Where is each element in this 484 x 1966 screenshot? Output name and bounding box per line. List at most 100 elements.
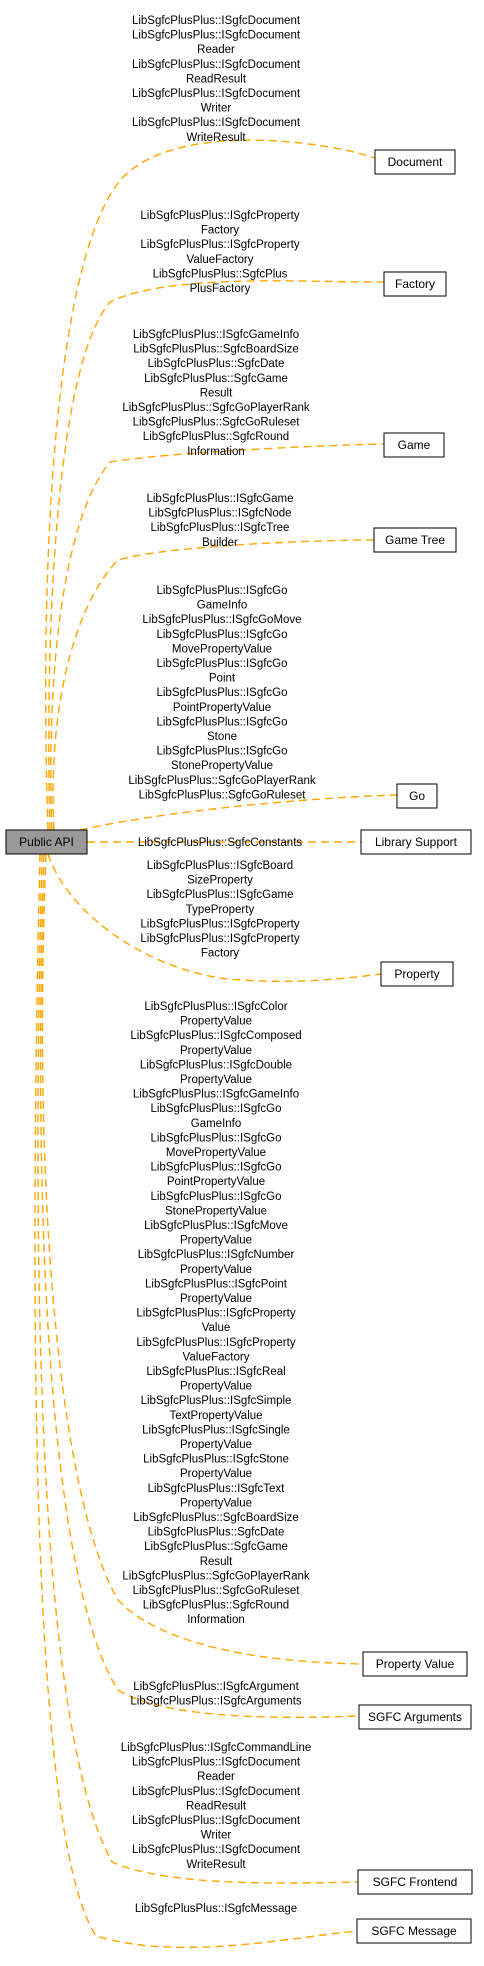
edge-document — [44, 139, 376, 831]
edge-label-line: LibSgfcPlusPlus::ISgfcGo — [150, 1103, 281, 1115]
edge-label-line: LibSgfcPlusPlus::SgfcGoRuleset — [139, 789, 307, 801]
edge-label-line: LibSgfcPlusPlus::ISgfcPoint — [145, 1278, 288, 1290]
edge-label-line: LibSgfcPlusPlus::ISgfcGo — [156, 716, 287, 728]
edge-label-line: PropertyValue — [180, 1074, 252, 1086]
edge-label-line: LibSgfcPlusPlus::ISgfcNode — [148, 508, 291, 520]
edge-label-line: ReadResult — [186, 73, 247, 85]
edge-label-line: LibSgfcPlusPlus::ISgfcProperty — [140, 239, 299, 251]
root-node[interactable]: Public API — [5, 829, 88, 855]
edge-label-line: LibSgfcPlusPlus::SgfcGoPlayerRank — [128, 775, 316, 787]
edge-label-line: LibSgfcPlusPlus::SgfcGoRuleset — [133, 417, 301, 429]
edge-label-line: LibSgfcPlusPlus::ISgfcProperty — [140, 918, 299, 930]
edge-label-line: Information — [187, 1614, 245, 1626]
node-box — [383, 432, 445, 458]
edge-label-line: LibSgfcPlusPlus::SgfcDate — [148, 358, 285, 370]
edge-sgfc-message — [34, 853, 358, 1949]
node-library-support[interactable]: Library Support — [360, 829, 472, 855]
edge-label-line: PropertyValue — [180, 1497, 252, 1509]
node-sgfc-arguments[interactable]: SGFC Arguments — [358, 1704, 472, 1730]
edge-label-line: LibSgfcPlusPlus::ISgfcProperty — [136, 1337, 295, 1349]
edge-label-line: LibSgfcPlusPlus::ISgfcGame — [146, 889, 293, 901]
edge-label-line: LibSgfcPlusPlus::ISgfcGoMove — [142, 614, 301, 626]
node-property[interactable]: Property — [380, 961, 454, 987]
node-game-tree[interactable]: Game Tree — [373, 527, 457, 553]
edge-label-line: LibSgfcPlusPlus::ISgfcText — [148, 1483, 286, 1495]
edge-label-line: PropertyValue — [180, 1264, 252, 1276]
edge-label-line: LibSgfcPlusPlus::ISgfcDocument — [132, 15, 301, 27]
edge-label-line: MovePropertyValue — [166, 1147, 266, 1159]
edge-label-line: LibSgfcPlusPlus::SgfcRound — [143, 1600, 289, 1612]
edge-label-line: Writer — [201, 103, 232, 115]
edge-label-line: LibSgfcPlusPlus::SgfcPlus — [153, 268, 288, 280]
edge-label-line: LibSgfcPlusPlus::ISgfcDocument — [132, 1757, 301, 1769]
node-label: Document — [388, 155, 443, 169]
edge-label-line: Point — [209, 673, 236, 685]
node-label: Library Support — [375, 835, 458, 849]
node-property-value[interactable]: Property Value — [362, 1651, 468, 1677]
node-label: Go — [409, 789, 425, 803]
edge-label-line: LibSgfcPlusPlus::SgfcGoRuleset — [133, 1585, 301, 1597]
edge-label-line: GameInfo — [191, 1118, 242, 1130]
edge-label-line: PlusFactory — [190, 283, 251, 295]
edge-label-line: LibSgfcPlusPlus::ISgfcDocument — [132, 1815, 301, 1827]
node-box — [373, 527, 457, 553]
node-label: Factory — [395, 277, 435, 291]
edge-label-line: LibSgfcPlusPlus::SgfcBoardSize — [133, 1512, 299, 1524]
edge-label-line: LibSgfcPlusPlus::ISgfcDocument — [132, 59, 301, 71]
edge-label-line: LibSgfcPlusPlus::ISgfcMessage — [135, 1903, 297, 1915]
edge-label-line: LibSgfcPlusPlus::ISgfcDocument — [132, 1844, 301, 1856]
edge-label-line: MovePropertyValue — [172, 643, 272, 655]
edge-label-line: LibSgfcPlusPlus::SgfcGoPlayerRank — [122, 1570, 310, 1582]
edge-label-line: LibSgfcPlusPlus::ISgfcMove — [144, 1220, 288, 1232]
edge-label-line: TypeProperty — [186, 904, 255, 916]
edge-label-line: LibSgfcPlusPlus::ISgfcGame — [146, 493, 293, 505]
node-document[interactable]: Document — [374, 149, 456, 175]
edge-label-line: ValueFactory — [187, 254, 254, 266]
node-box — [396, 783, 438, 809]
edge-label-line: LibSgfcPlusPlus::ISgfcCommandLine — [121, 1742, 312, 1754]
edge-label-line: Result — [200, 387, 233, 399]
edge-label-line: LibSgfcPlusPlus::ISgfcDouble — [140, 1059, 292, 1071]
edge-label-line: SizeProperty — [187, 875, 253, 887]
node-game[interactable]: Game — [383, 432, 445, 458]
edge-label-line: LibSgfcPlusPlus::ISgfcProperty — [140, 210, 299, 222]
edge-label-line: LibSgfcPlusPlus::ISgfcGo — [150, 1162, 281, 1174]
edge-label-line: GameInfo — [197, 600, 248, 612]
edge-label-line: PropertyValue — [180, 1045, 252, 1057]
edge-label-line: LibSgfcPlusPlus::SgfcBoardSize — [133, 344, 299, 356]
edge-label-line: Value — [202, 1322, 231, 1334]
edge-label-line: LibSgfcPlusPlus::ISgfcSingle — [142, 1424, 290, 1436]
node-box — [360, 829, 472, 855]
edge-label-line: Result — [200, 1556, 233, 1568]
edge-label-line: LibSgfcPlusPlus::ISgfcProperty — [136, 1308, 295, 1320]
edge-label-line: LibSgfcPlusPlus::ISgfcBoard — [147, 860, 293, 872]
node-label: Property — [394, 967, 439, 981]
edge-label-line: Writer — [201, 1830, 232, 1842]
edge-label-line: LibSgfcPlusPlus::ISgfcStone — [143, 1454, 289, 1466]
edge-label-line: StonePropertyValue — [165, 1205, 267, 1217]
edge-label-line: PropertyValue — [180, 1016, 252, 1028]
edge-label-line: LibSgfcPlusPlus::ISgfcComposed — [130, 1030, 301, 1042]
node-sgfc-message[interactable]: SGFC Message — [356, 1918, 472, 1944]
node-box — [362, 1651, 468, 1677]
edge-label-line: PropertyValue — [180, 1381, 252, 1393]
node-label: SGFC Arguments — [368, 1710, 462, 1724]
edge-label-line: LibSgfcPlusPlus::ISgfcProperty — [140, 933, 299, 945]
node-sgfc-frontend[interactable]: SGFC Frontend — [357, 1869, 473, 1895]
edge-label-line: LibSgfcPlusPlus::ISgfcTree — [151, 522, 290, 534]
edge-label-line: LibSgfcPlusPlus::SgfcGame — [144, 1541, 288, 1553]
node-label: Game Tree — [385, 533, 445, 547]
edge-label-line: WriteResult — [186, 1859, 246, 1871]
node-factory[interactable]: Factory — [383, 271, 447, 297]
node-label: Property Value — [376, 1657, 455, 1671]
node-go[interactable]: Go — [396, 783, 438, 809]
node-box — [357, 1869, 473, 1895]
edge-label-line: StonePropertyValue — [171, 760, 273, 772]
